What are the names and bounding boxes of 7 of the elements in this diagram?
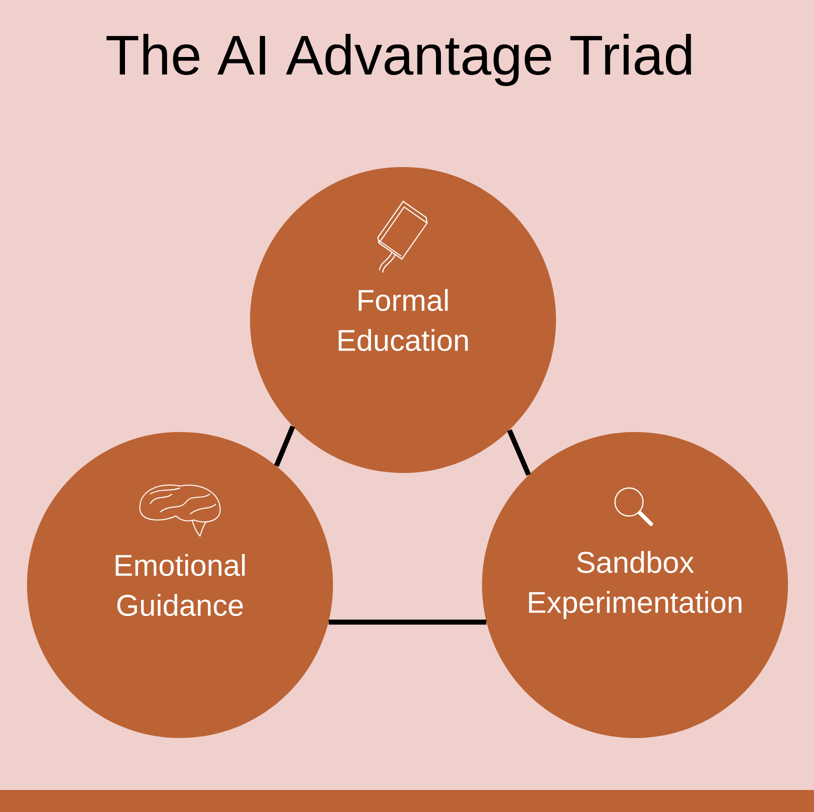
connector-line [507, 429, 531, 476]
title: The AI Advantage Triad [106, 34, 692, 86]
connector-line [328, 620, 486, 625]
circle-node: Emotional Guidance [27, 432, 333, 738]
connector-line [274, 425, 296, 467]
circle-node: Sandbox Experimentation [482, 432, 788, 738]
circle-node: Formal Education [250, 167, 556, 473]
